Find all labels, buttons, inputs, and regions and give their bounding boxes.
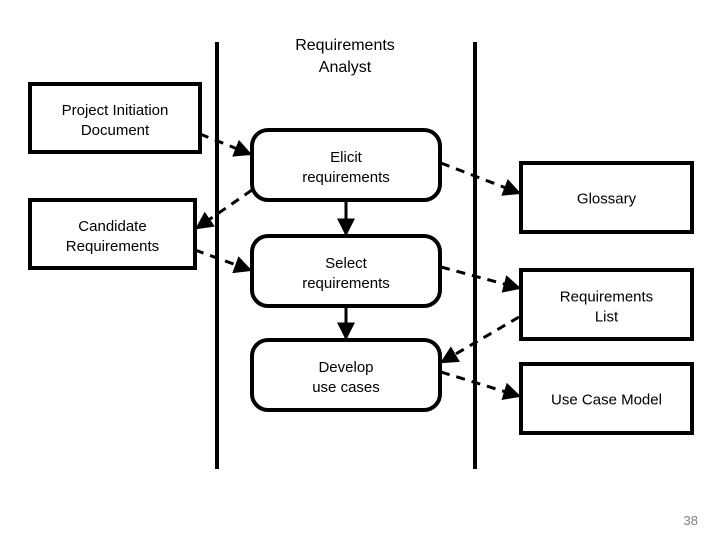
output-artifact-label-line2: List [595,309,619,326]
dependency-arrow-select-to-requirements-list [440,265,522,293]
activity-select-requirements[interactable]: Select requirements [250,234,442,308]
input-artifact-label-line2: Document [81,122,150,139]
output-artifact-label-line1: Glossary [577,191,637,208]
dependency-arrow-elicit-to-glossary [440,161,522,196]
output-artifact-box[interactable] [519,161,694,234]
activity-develop-use-cases[interactable]: Develop use cases [250,338,442,412]
activity-elicit-requirements[interactable]: Elicit requirements [250,128,442,202]
activity-label-line1: Select [325,255,368,272]
activity-label-line1: Elicit [330,149,363,166]
output-artifact-use-case-model[interactable]: Use Case Model [519,362,694,435]
swimlane-title-line1: Requirements [295,37,395,54]
activity-box[interactable] [250,128,442,202]
input-artifact-label-line1: Candidate [78,218,146,235]
input-artifact-box[interactable] [28,198,197,270]
activity-box[interactable] [250,338,442,412]
dependency-arrow-develop-to-use-case-model [440,370,522,401]
dependency-arrow-pid-to-elicit [199,132,253,157]
activity-box[interactable] [250,234,442,308]
dependency-arrow-requirements-list-to-develop [439,315,520,364]
swimlane-title-line2: Analyst [319,59,372,76]
dependency-arrow-candidate-to-select [194,248,253,274]
output-artifact-glossary[interactable]: Glossary [519,161,694,234]
activity-label-line1: Develop [318,359,373,376]
activity-label-line2: requirements [302,275,390,292]
activity-label-line2: requirements [302,169,390,186]
output-artifact-box[interactable] [519,268,694,341]
activity-group: ElicitrequirementsSelectrequirementsDeve… [250,128,442,412]
output-artifact-label-line1: Use Case Model [551,392,662,409]
input-artifact-box[interactable] [28,82,202,154]
output-artifact-label-line1: Requirements [560,289,653,306]
dependency-arrow-elicit-to-candidate [195,188,253,230]
output-artifact-box[interactable] [519,362,694,435]
input-artifact-label-line1: Project Initiation [62,102,169,119]
page-number: 38 [683,513,698,528]
dependency-arrow-group [194,132,522,401]
input-artifact-label-line2: Requirements [66,238,159,255]
input-artifact-group: Project InitiationDocumentCandidateRequi… [28,82,202,270]
activity-label-line2: use cases [312,379,380,396]
